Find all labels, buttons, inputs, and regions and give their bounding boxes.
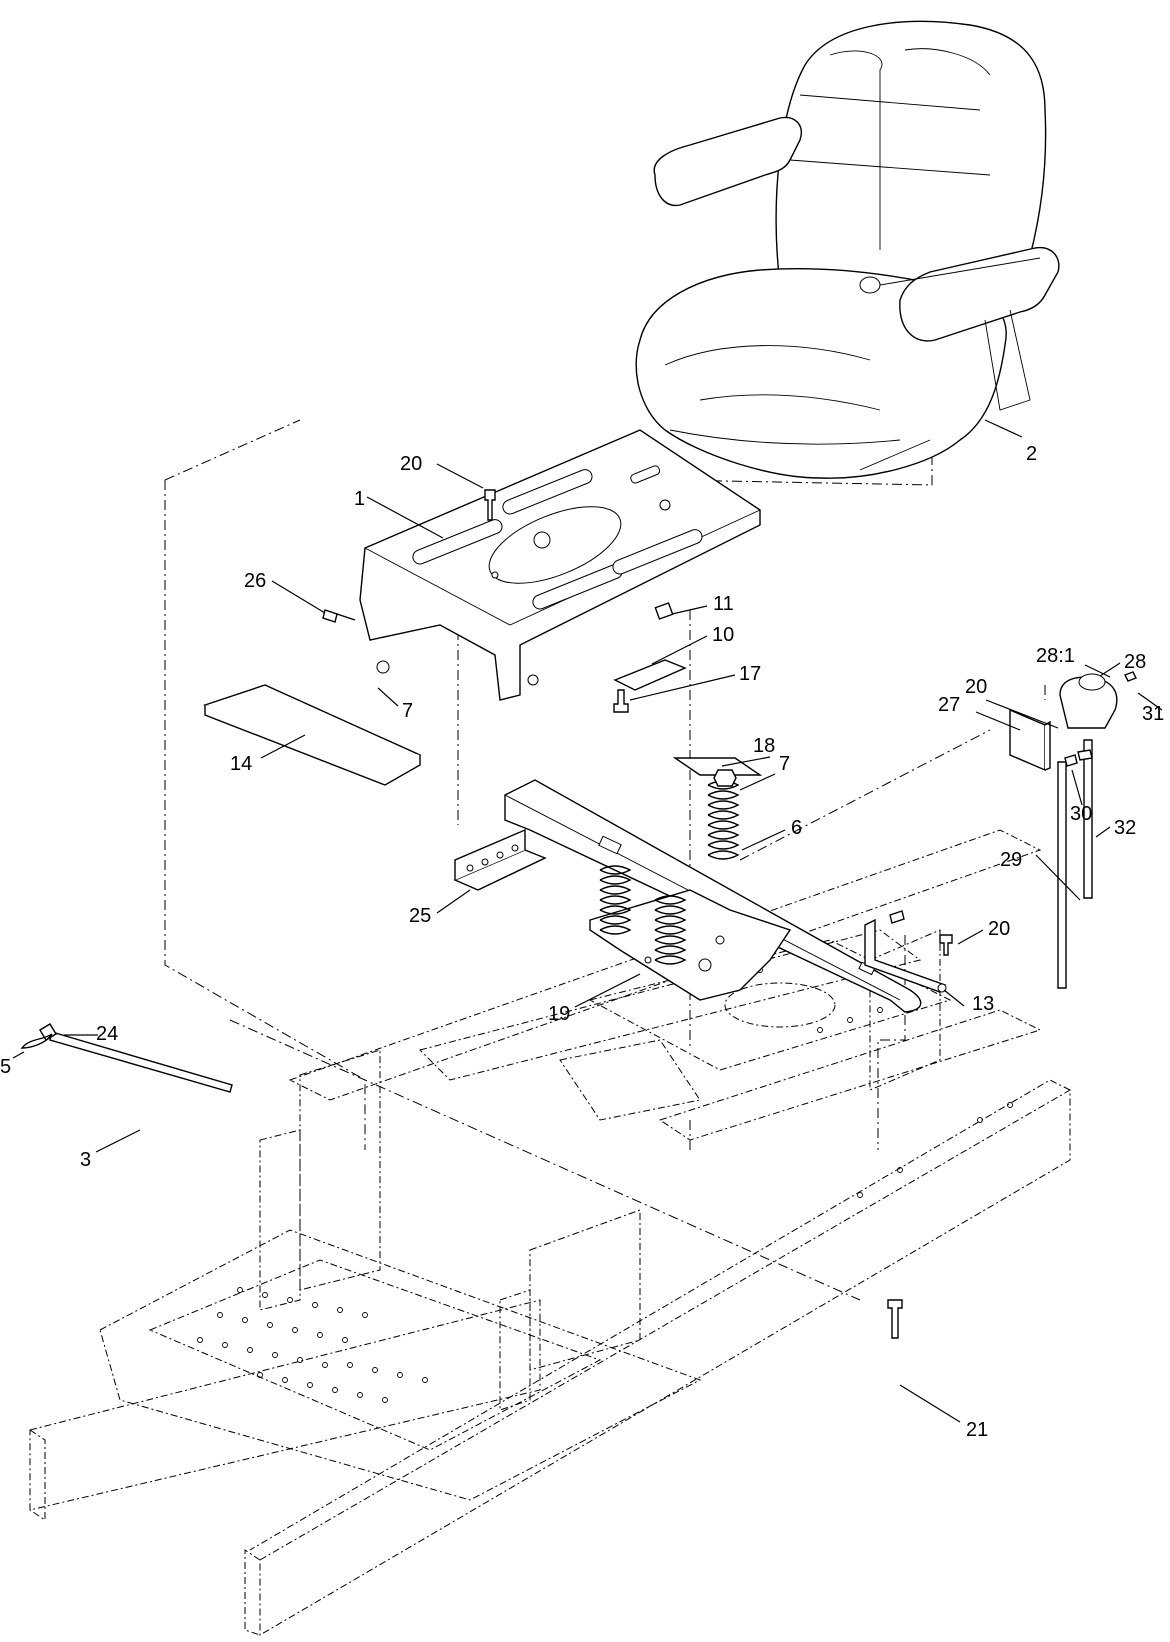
bolt-20-beam [889, 910, 905, 924]
pivot-rod-3 [20, 1023, 233, 1093]
callout-3: 3 [80, 1149, 91, 1171]
callout-26: 26 [244, 570, 266, 592]
nut-11 [654, 602, 674, 620]
bolt-17 [613, 689, 629, 713]
callout-7: 7 [402, 700, 413, 722]
coil-springs [599, 780, 740, 965]
callout-21: 21 [966, 1419, 988, 1441]
leader-lines [12, 419, 1163, 1423]
callout-labels: 2 20 1 26 11 10 17 7 14 18 7 6 28:1 28 2… [0, 443, 1164, 1441]
bolt-21 [887, 1299, 903, 1339]
seat-mount-plate [359, 429, 761, 701]
callout-2: 2 [1026, 443, 1037, 465]
callout-14: 14 [230, 753, 252, 775]
callout-25: 25 [409, 905, 431, 927]
callout-13: 13 [972, 993, 994, 1015]
frame-chassis [29, 829, 1071, 1636]
frame-perforations [197, 967, 1013, 1403]
seat [635, 20, 1060, 479]
bolt-26 [322, 609, 356, 623]
nut-7 [713, 769, 737, 787]
callout-20: 20 [988, 918, 1010, 940]
callout-6: 6 [791, 817, 802, 839]
callout-31: 31 [1142, 703, 1164, 725]
suspension-beam [504, 779, 947, 1013]
assembly-guide-lines [164, 419, 1046, 1301]
callout-27: 27 [938, 694, 960, 716]
callout-1: 1 [354, 488, 365, 510]
callout-24: 24 [96, 1023, 118, 1045]
callout-10: 10 [712, 624, 734, 646]
callout-17: 17 [739, 663, 761, 685]
bolt-20-top [484, 489, 496, 521]
callout-28: 28 [1124, 651, 1146, 673]
callout-18: 18 [753, 735, 775, 757]
bracket-10 [613, 659, 687, 691]
callout-28-1: 28:1 [1036, 645, 1075, 667]
bolt-20-right [939, 934, 953, 956]
callout-5: 5 [0, 1056, 11, 1078]
callout-30: 30 [1070, 803, 1092, 825]
callout-20: 20 [400, 453, 422, 475]
callout-7: 7 [779, 753, 790, 775]
bracket-25 [453, 828, 547, 891]
callout-19: 19 [548, 1003, 570, 1025]
callout-29: 29 [1000, 849, 1022, 871]
callout-20: 20 [965, 676, 987, 698]
callout-11: 11 [713, 593, 734, 615]
callout-32: 32 [1114, 817, 1136, 839]
